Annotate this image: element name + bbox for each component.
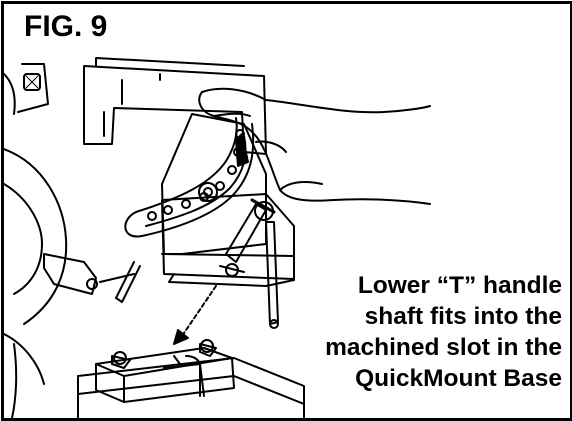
jig-back-plate xyxy=(83,57,267,155)
direction-arrow xyxy=(173,285,217,345)
caption-line-4: QuickMount Base xyxy=(353,363,564,394)
caption-line-3: machined slot in the xyxy=(323,332,564,363)
caption-line-1: Lower “T” handle xyxy=(355,270,564,301)
curved-bracket xyxy=(124,113,267,255)
grinder-housing xyxy=(4,73,68,385)
t-handle xyxy=(115,198,279,329)
housing-bolt xyxy=(17,63,49,113)
hand xyxy=(198,87,431,205)
quickmount-base xyxy=(11,339,305,418)
technical-illustration xyxy=(4,57,431,418)
figure-label: FIG. 9 xyxy=(20,10,112,44)
caption-line-2: shaft fits into the xyxy=(362,301,564,332)
callout-caption: Lower “T” handle shaft fits into the mac… xyxy=(264,270,564,394)
